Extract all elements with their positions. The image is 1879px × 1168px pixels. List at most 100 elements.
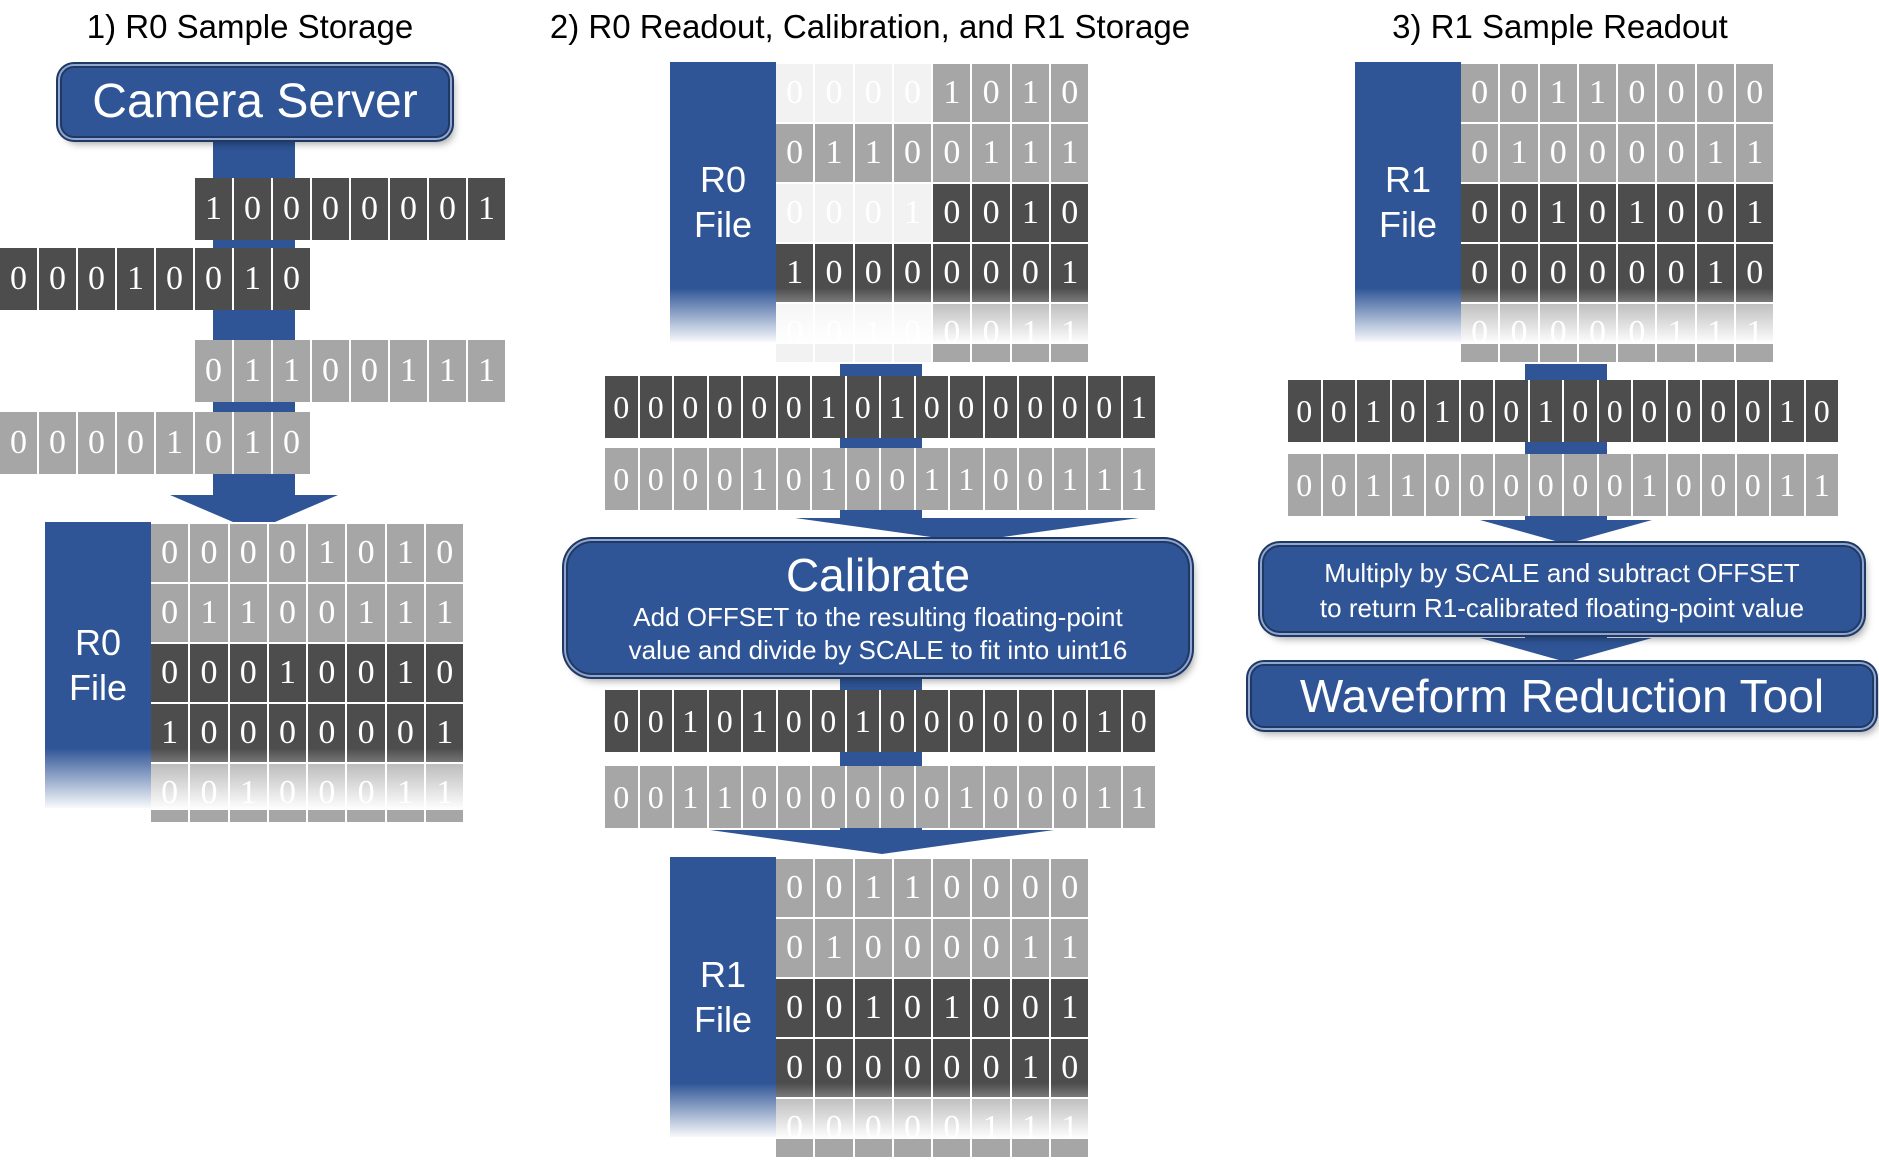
bit-cell: 0 [273,248,312,310]
bit-cell: 0 [776,64,816,122]
bit-cell: 1 [846,690,881,752]
bit-cell: 1 [1122,766,1157,828]
bit-cell: 1 [1633,454,1668,516]
bit-cell: 0 [1495,454,1530,516]
bit-cell: 0 [854,184,894,242]
r1-file-label-line1: R1 [699,954,747,995]
bit-cell: 0 [0,248,39,310]
bit-cell: 0 [1053,376,1088,438]
bit-cell: 0 [881,448,916,510]
bit-cell: 1 [812,376,847,438]
bit-cell: 1 [893,859,934,917]
bit-cell: 0 [1288,380,1323,442]
r0-file-label-line2: File [693,204,752,245]
bit-cell: 0 [984,448,1019,510]
bit-cell: 1 [933,64,973,122]
bit-cell: 1 [1391,454,1426,516]
bit-cell: 1 [234,340,273,402]
bit-cell: 0 [351,178,390,240]
bit-cell: 1 [915,448,950,510]
bit-cell: 0 [708,690,743,752]
bit-cell: 0 [933,184,973,242]
bit-cell: 0 [1011,859,1052,917]
bit-cell: 0 [1053,766,1088,828]
bit-cell: 1 [234,248,273,310]
bit-cell: 0 [972,979,1012,1037]
bit-cell: 1 [1539,64,1579,122]
bit-cell: 1 [1357,380,1392,442]
bit-cell: 0 [273,178,312,240]
bit-cell: 0 [1657,124,1697,182]
bit-cell: 0 [674,448,709,510]
bit-cell: 1 [426,704,466,762]
multiply-desc-line1: Multiply by SCALE and subtract OFFSET [1324,558,1800,588]
bit-cell: 1 [190,584,230,642]
bit-cell: 0 [1500,64,1540,122]
bit-cell: 0 [426,524,466,582]
bit-cell: 0 [1667,380,1702,442]
bit-cell: 0 [708,448,743,510]
bit-cell: 0 [1461,64,1501,122]
file-fade [45,748,465,810]
bit-cell: 1 [1500,124,1540,182]
bit-cell: 0 [234,178,273,240]
bit-cell: 0 [1736,64,1776,122]
bit-cell: 1 [854,859,894,917]
bit-cell: 0 [273,412,312,474]
bit-cell: 0 [1657,184,1697,242]
bit-cell: 0 [1598,454,1633,516]
bit-cell: 0 [777,448,812,510]
bit-cell: 0 [881,690,916,752]
bit-cell: 1 [195,178,234,240]
bit-cell: 1 [1736,124,1776,182]
bit-cell: 0 [1500,184,1540,242]
bit-cell: 0 [972,919,1012,977]
file-fade [1355,288,1775,344]
bit-cell: 0 [1578,184,1619,242]
calibrate-desc-line1: Add OFFSET to the resulting floating-poi… [633,602,1123,632]
bit-cell: 1 [268,644,309,702]
bit-cell: 0 [312,178,351,240]
bit-cell: 0 [854,64,894,122]
bit-cell: 0 [268,524,309,582]
bit-cell: 0 [1564,380,1599,442]
bit-cell: 0 [151,644,191,702]
step2-title: 2) R0 Readout, Calibration, and R1 Stora… [549,8,1191,45]
bit-cell: 0 [915,690,950,752]
bit-cell: 0 [151,584,191,642]
bit-cell: 0 [1696,184,1737,242]
bit-cell: 1 [1053,448,1088,510]
bit-cell: 0 [777,766,812,828]
bit-cell: 0 [639,376,674,438]
bit-cell: 0 [776,184,816,242]
bit-cell: 0 [743,766,778,828]
r1-file-label-line2: File [1378,204,1437,245]
calibrate-desc-line2: value and divide by SCALE to fit into ui… [628,635,1128,665]
bit-cell: 0 [1618,124,1658,182]
r1-file-grid: 0011000001000011001010010000001000000111 [1461,62,1776,364]
bit-cell: 0 [39,412,78,474]
bit-cell: 0 [1529,454,1564,516]
bit-cell: 0 [39,248,78,310]
bit-cell: 1 [308,524,348,582]
bit-cell: 0 [1657,64,1697,122]
bit-cell: 1 [1771,454,1806,516]
bit-cell: 0 [1019,690,1054,752]
bit-cell: 1 [273,340,312,402]
bit-cell: 1 [854,124,894,182]
r0-file-label-line2: File [68,667,127,708]
bit-cell: 0 [984,690,1019,752]
bit-cell: 0 [190,524,230,582]
bit-cell: 0 [639,448,674,510]
